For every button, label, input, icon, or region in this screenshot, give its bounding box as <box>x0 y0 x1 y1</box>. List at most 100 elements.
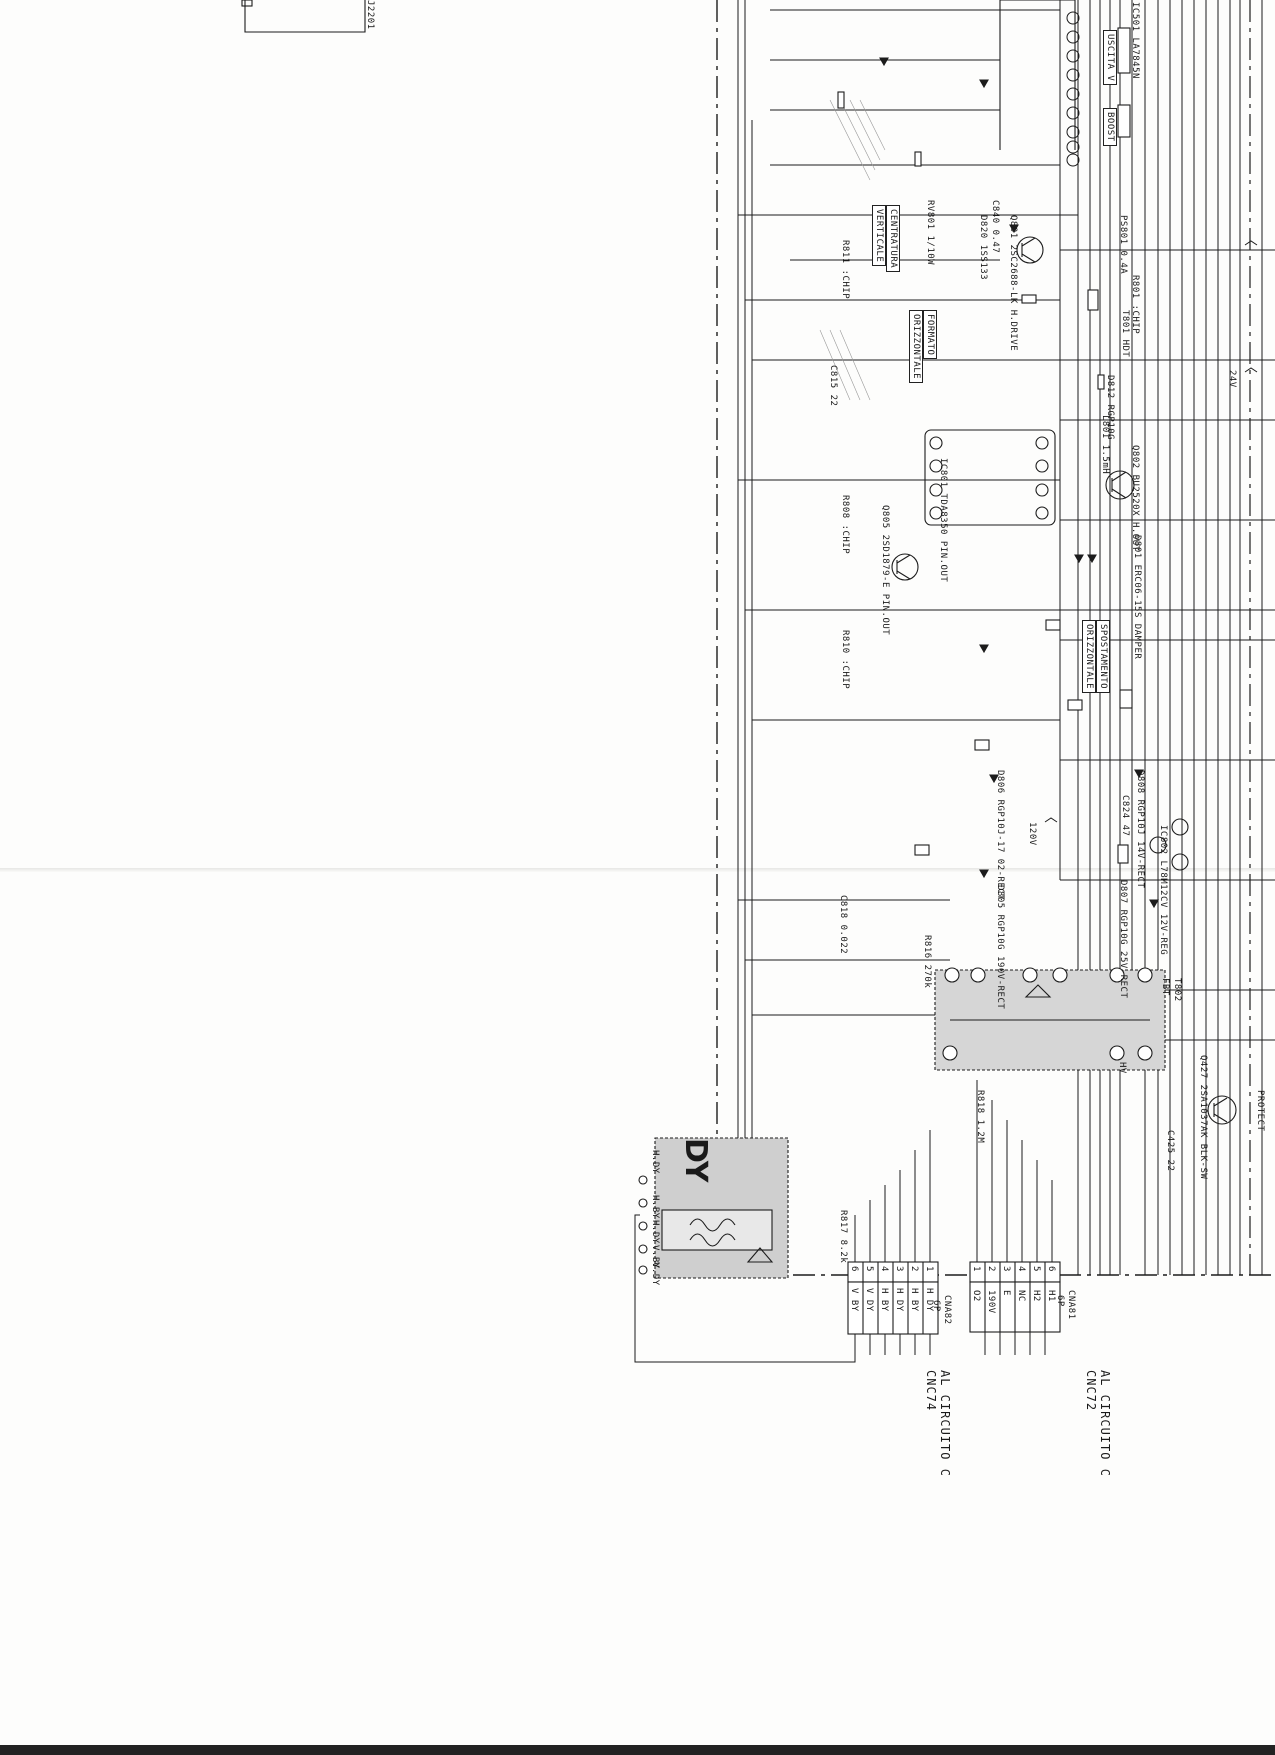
ic802-label: IC802 L78M12CV 12V-REG <box>1158 825 1168 956</box>
r817-label: R817 8.2k <box>838 1210 848 1264</box>
dy-terminal: H.DY <box>650 1220 660 1244</box>
paper-fold <box>0 868 1275 872</box>
r808-label: R808 :CHIP <box>840 495 850 555</box>
cna82-pin: 2 <box>909 1266 919 1272</box>
bus-wires <box>737 0 1263 1275</box>
cna81-pin: 6 <box>1046 1266 1056 1272</box>
cna82-signal: H DY <box>894 1288 904 1312</box>
q427-label: Q427 2SA1037AK BLK-SW <box>1198 1055 1208 1180</box>
c815-label: C815 22 <box>828 365 838 407</box>
al-circuito-c-right: AL CIRCUITO C <box>1098 1370 1112 1477</box>
diodes <box>879 57 1159 909</box>
r811-label: R811 :CHIP <box>840 240 850 300</box>
orizzontale-label: ORIZZONTALE <box>909 310 923 384</box>
rv801-label: RV801 1/10W <box>925 200 935 266</box>
cna81-pin: 3 <box>1001 1266 1011 1272</box>
ic801-chip <box>924 429 1056 526</box>
cna81-pin: 2 <box>986 1266 996 1272</box>
t801-label: T801 HDT <box>1120 310 1130 358</box>
transistor-q801 <box>1016 236 1044 264</box>
flyback-transformer <box>934 967 1166 1071</box>
d806-label: D806 RGP10J-17 02-RECT <box>995 770 1005 901</box>
hv-label: HV <box>1117 1062 1127 1074</box>
cna81-signal: NC <box>1016 1290 1026 1302</box>
transistor-q802 <box>1105 470 1135 500</box>
d808-label: D808 RGP10J 14V-RECT <box>1135 770 1145 889</box>
spostamento-orizzontale-label: ORIZZONTALE <box>1082 620 1096 694</box>
top-left-block <box>241 0 366 33</box>
cna82-pin: 1 <box>924 1266 934 1272</box>
t802-label: T802 <box>1172 978 1182 1002</box>
protect-label: PROTECT <box>1255 1090 1265 1132</box>
cna82-size: 6P <box>931 1300 941 1312</box>
cna82-signal: V BY <box>849 1288 859 1312</box>
c818-label: C818 0.022 <box>838 895 848 955</box>
cna82-connector <box>847 1261 939 1335</box>
boost-label: BOOST <box>1103 108 1117 146</box>
horizontal-deflection-area <box>819 99 886 401</box>
al-circuito-c-left: AL CIRCUITO C <box>938 1370 952 1477</box>
d805-label: D805 RGP10G 190V-RECT <box>995 885 1005 1010</box>
cna81-pin: 1 <box>971 1266 981 1272</box>
cna82-pin: 6 <box>849 1266 859 1272</box>
cna81-pin: 5 <box>1031 1266 1041 1272</box>
r801-label: R801 :CHIP <box>1130 275 1140 335</box>
c425-label: C425 22 <box>1165 1130 1175 1172</box>
formato-label: FORMATO <box>923 310 937 360</box>
transistor-q427 <box>1207 1095 1237 1125</box>
dy-terminal: H.DY <box>650 1150 660 1174</box>
fbt-label: FBT <box>1160 978 1170 996</box>
bus-24v-label: 24V <box>1227 370 1237 388</box>
dy-title: DY <box>678 1138 713 1183</box>
cna81-size: 6P <box>1055 1295 1065 1307</box>
r810-label: R810 :CHIP <box>840 630 850 690</box>
uscita-v-label: USCITA V <box>1103 30 1117 86</box>
l801-label: L801 1.5mH <box>1100 415 1110 475</box>
transistor-q805 <box>891 553 919 581</box>
bus-voltage-markers <box>1044 240 1258 823</box>
cna82-pin: 5 <box>864 1266 874 1272</box>
q801-label: Q801 2SC2688-LK H.DRIVE <box>1008 215 1018 352</box>
cna82-pin: 3 <box>894 1266 904 1272</box>
cna82-signal: H BY <box>909 1288 919 1312</box>
ic501-label: IC501 LA7845N <box>1130 2 1140 79</box>
cna82-name: CNA82 <box>942 1295 952 1325</box>
cna81-signal: O2 <box>971 1290 981 1302</box>
cna81-signal: 190V <box>986 1290 996 1314</box>
ps801-label: PS801 0.4A <box>1118 215 1128 275</box>
cna81-signal: E <box>1001 1290 1011 1296</box>
cna81-signal: H2 <box>1031 1290 1041 1302</box>
d820-label: D820 1SS133 <box>978 215 988 281</box>
cna82-pin: 4 <box>879 1266 889 1272</box>
cna81-name: CNA81 <box>1066 1290 1076 1320</box>
verticale-label: VERTICALE <box>872 205 886 267</box>
bus-120v-label: 120V <box>1027 822 1037 846</box>
cna82-signal: V DY <box>864 1288 874 1312</box>
ic501-pin-block <box>999 0 1131 167</box>
c824-label: C824 47 <box>1120 795 1130 837</box>
r818-label: R818 1.2M <box>975 1090 985 1144</box>
deflection-yoke <box>638 1137 789 1279</box>
cna81-pin: 4 <box>1016 1266 1026 1272</box>
c840-label: C840 0.47 <box>990 200 1000 254</box>
j2201-label: J2201 <box>365 0 375 30</box>
connector-wires <box>634 1080 1053 1363</box>
cna81-connector <box>969 1261 1061 1333</box>
cnc72-label: CNC72 <box>1084 1370 1098 1412</box>
centratura-label: CENTRATURA <box>886 205 900 273</box>
spostamento-label: SPOSTAMENTO <box>1096 620 1110 694</box>
q805-label: Q805 2SD1879-E PIN.OUT <box>880 505 890 636</box>
d801-label: D801 ERC06-15S DAMPER <box>1132 535 1142 660</box>
dy-terminal: H.BY <box>650 1195 660 1219</box>
dy-terminal: V.DY <box>650 1262 660 1286</box>
cna82-signal: H BY <box>879 1288 889 1312</box>
r816-label: R816 270k <box>922 935 932 989</box>
ic801-label: IC801 TDA8350 PIN.OUT <box>938 458 948 583</box>
scan-edge <box>0 1745 1275 1755</box>
resistors <box>837 91 1133 864</box>
cnc74-label: CNC74 <box>924 1370 938 1412</box>
d807-label: D807 RGP10G 25V-RECT <box>1118 880 1128 999</box>
ic802-regulator <box>1149 818 1189 871</box>
